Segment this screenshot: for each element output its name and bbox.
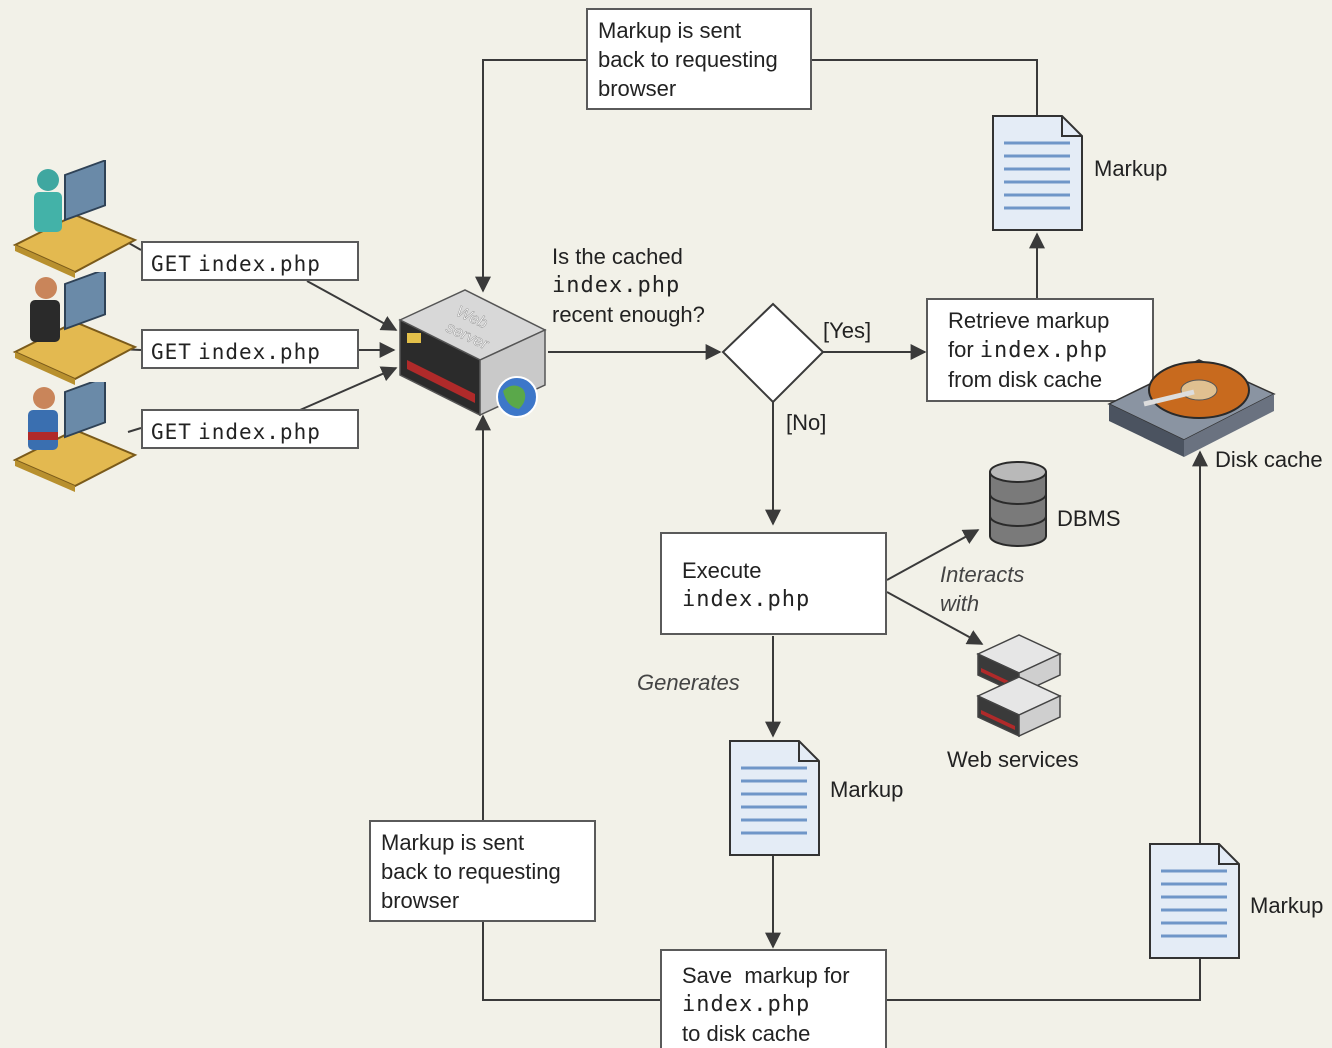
box-code: index.php (682, 587, 811, 612)
markup-label-mid: Markup (830, 777, 904, 802)
client-workstation-icon (12, 382, 138, 492)
disk-cache-icon (1107, 359, 1276, 457)
request-box: GET index.php (141, 241, 359, 281)
database-icon (989, 461, 1047, 547)
request-arrow-1 (306, 280, 398, 331)
markup-document-icon (1149, 843, 1240, 959)
label-line: Interacts (940, 562, 1025, 587)
box-line: for index.php (948, 335, 1152, 365)
web-services-label: Web services (947, 747, 1079, 772)
box-line: Save markup for (682, 963, 850, 988)
markup-document-icon (729, 740, 820, 856)
markup-label-right: Markup (1250, 893, 1324, 918)
execute-box: Execute index.php (660, 532, 887, 635)
request-arrow-3 (299, 366, 398, 411)
send-markup-box-top: Markup is sent back to requesting browse… (586, 8, 812, 110)
box-line: from disk cache (948, 367, 1103, 392)
retrieve-markup-box: Retrieve markup for index.php from disk … (926, 298, 1154, 402)
box-line: Execute (682, 558, 762, 583)
disk-cache-label: Disk cache (1215, 447, 1323, 472)
web-services-icon (976, 634, 1062, 738)
question-line-1: Is the cached (552, 244, 683, 269)
generates-label: Generates (637, 670, 740, 695)
web-server-icon: Web server (398, 289, 547, 418)
box-line: Retrieve markup (948, 308, 1110, 333)
client-workstation-icon (12, 272, 138, 385)
decision-question: Is the cached index.php recent enough? (552, 242, 705, 329)
interacts-with-label: Interacts with (940, 560, 1024, 618)
markup-document-icon (992, 115, 1083, 231)
request-box: GET index.php (141, 329, 359, 369)
decision-diamond (721, 302, 825, 404)
request-box: GET index.php (141, 409, 359, 449)
request-method: GET (151, 340, 192, 364)
request-path: index.php (198, 420, 321, 444)
label-line: with (940, 591, 980, 616)
request-path: index.php (198, 340, 321, 364)
request-method: GET (151, 420, 192, 444)
box-line: browser (598, 76, 677, 101)
yes-label: [Yes] (823, 318, 872, 343)
box-line: browser (381, 888, 460, 913)
question-line-3: recent enough? (552, 302, 705, 327)
box-line: to disk cache (682, 1021, 811, 1046)
client-workstation-icon (12, 160, 138, 278)
dbms-label: DBMS (1057, 506, 1121, 531)
box-text: for (948, 337, 980, 362)
no-label: [No] (786, 410, 827, 435)
box-code: index.php (979, 338, 1109, 363)
request-path: index.php (198, 252, 321, 276)
box-line: Markup is sent (381, 830, 525, 855)
markup-label-top: Markup (1094, 156, 1168, 181)
box-line: Markup is sent (598, 18, 742, 43)
save-markup-box: Save markup for index.php to disk cache (660, 949, 887, 1048)
box-line: back to requesting (598, 47, 778, 72)
request-method: GET (151, 252, 192, 276)
bottom-return-arrow (482, 922, 660, 1001)
top-return-arrow (812, 59, 1038, 115)
question-line-2: index.php (552, 273, 681, 298)
box-line: back to requesting (381, 859, 561, 884)
send-markup-box-bottom: Markup is sent back to requesting browse… (369, 820, 596, 922)
box-code: index.php (682, 992, 811, 1017)
